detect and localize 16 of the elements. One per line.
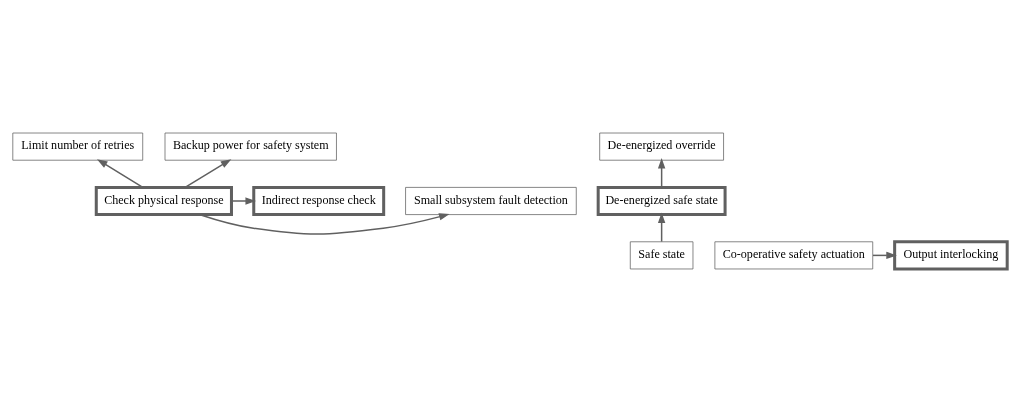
node-box: Co-operative safety actuation <box>714 241 874 270</box>
node-box: De-energized override <box>599 132 724 161</box>
node-box: Indirect response check <box>252 185 386 217</box>
arrow <box>657 212 666 243</box>
arrow <box>96 159 144 189</box>
arrow <box>184 159 232 189</box>
node-box: Output interlocking <box>893 240 1009 271</box>
arrow <box>199 213 450 235</box>
node-box: Small subsystem fault detection <box>405 187 577 215</box>
node-box: De-energized safe state <box>596 185 727 217</box>
node-box: Safe state <box>629 241 694 270</box>
arrow <box>230 197 257 205</box>
node-box: Check physical response <box>94 185 233 217</box>
node-box: Backup power for safety system <box>164 132 337 161</box>
node-box: Limit number of retries <box>12 132 144 161</box>
arrow <box>657 158 666 188</box>
